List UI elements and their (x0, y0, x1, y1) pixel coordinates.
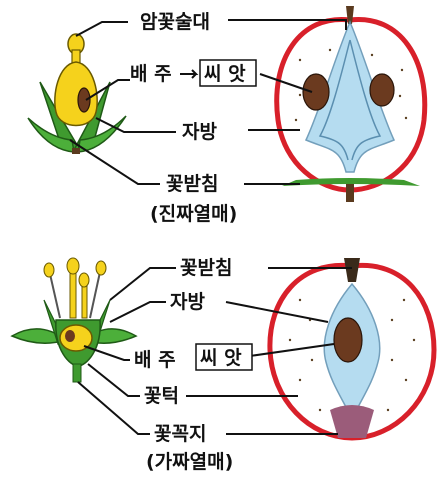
label-receptacle: 꽃받침 (180, 257, 232, 279)
label-ovary: 자방 (182, 121, 217, 143)
true-fruit-flower (28, 34, 126, 154)
true-fruit-section: 암꽃술대 배 주 씨 앗 자방 꽃받침 (진짜열매) (28, 6, 425, 225)
caption-false-fruit: (가짜열매) (146, 451, 233, 473)
label-ovule: 배 주 (130, 63, 172, 85)
label-ovule: 배 주 (134, 349, 176, 371)
false-fruit-cross-section (270, 258, 434, 438)
label-torus: 꽃턱 (144, 385, 179, 407)
caption-true-fruit: (진짜열매) (150, 203, 237, 225)
label-pistil: 암꽃술대 (140, 11, 210, 33)
label-seed: 씨 앗 (204, 63, 246, 85)
true-fruit-cross-section (277, 6, 425, 202)
false-fruit-section: 꽃받침 자방 배 주 씨 앗 꽃턱 꽃꼭지 (가짜열매) (12, 257, 434, 473)
label-ovary: 자방 (170, 291, 205, 313)
label-seed: 씨 앗 (200, 347, 242, 369)
label-receptacle: 꽃받침 (166, 173, 218, 195)
label-stalk: 꽃꼭지 (154, 423, 206, 445)
false-fruit-flower (12, 258, 136, 382)
